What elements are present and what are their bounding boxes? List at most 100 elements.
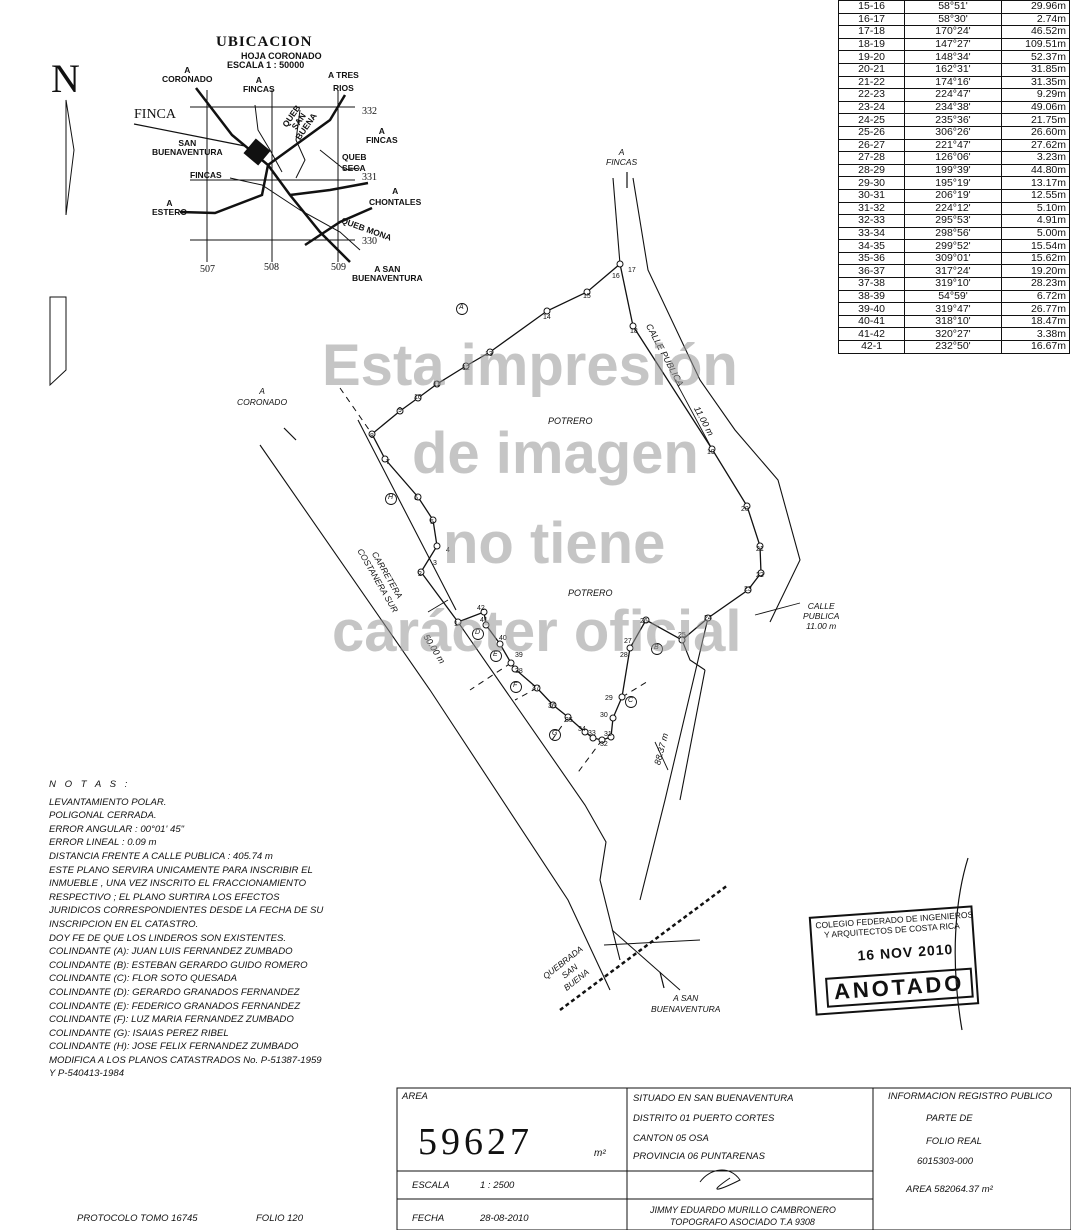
loc-queb-seca: QUEB SECA [342,152,367,173]
note-line: RESPECTIVO ; EL PLANO SURTIRA LOS EFECTO… [49,891,280,903]
svg-text:24: 24 [704,615,712,622]
segment-cell: 39-40 [837,302,906,316]
segment-cell: 38-39 [837,289,906,304]
segment-cell: 19-20 [837,50,906,64]
svg-text:26: 26 [640,618,648,625]
segment-cell: 30-31 [837,188,906,203]
distance-cell: 3.23m [1000,151,1071,165]
bearing-cell: 318°10' [904,314,1002,329]
svg-text:4: 4 [446,547,450,554]
note-line: COLINDANTE (E): FEDERICO GRANADOS FERNAN… [49,1000,301,1012]
distance-cell: 49.06m [1000,100,1071,115]
bearing-cell: 195°19' [904,176,1002,190]
segment-cell: 21-22 [837,75,906,90]
bearing-cell: 54°59' [904,289,1002,304]
svg-text:34: 34 [578,726,586,733]
loc-fincas-top: A FINCAS [243,75,275,94]
segment-cell: 24-25 [837,113,906,127]
note-line: COLINDANTE (D): GERARDO GRANADOS FERNAND… [49,986,300,998]
folio-number: 6015303-000 [917,1156,973,1167]
svg-text:17: 17 [628,267,636,274]
segment-cell: 23-24 [837,100,906,115]
bearing-cell: 319°10' [904,277,1002,291]
note-line: INSCRIPCION EN EL CATASTRO. [49,918,199,930]
distance-cell: 31.35m [1000,75,1071,90]
segment-cell: 40-41 [837,314,906,329]
bearing-cell: 306°26' [904,125,1002,140]
svg-text:16: 16 [612,273,620,280]
distance-cell: 5.00m [1000,226,1071,241]
north-arrow [49,99,75,387]
area-unit: m² [594,1148,606,1159]
location-title: UBICACION [216,34,313,50]
notes-block: N O T A S : LEVANTAMIENTO POLAR.POLIGONA… [49,778,399,1081]
bearing-cell: 174°16' [904,75,1002,90]
situado: SITUADO EN SAN BUENAVENTURA [633,1093,794,1104]
svg-text:1: 1 [454,621,458,628]
distance-cell: 26.60m [1000,125,1071,140]
segment-cell: 33-34 [837,226,906,241]
owner-b: B [654,644,659,651]
direction-arrows [283,172,665,989]
svg-text:14: 14 [543,314,551,321]
note-line: JURIDICOS CORRESPONDIENTES DESDE LA FECH… [49,905,324,917]
svg-text:42: 42 [477,605,485,612]
distance-cell: 18.47m [1000,314,1071,329]
note-line: ESTE PLANO SERVIRA UNICAMENTE PARA INSCR… [49,864,313,876]
distance-cell: 109.51m [1000,37,1071,52]
svg-text:9: 9 [398,407,402,414]
bearing-cell: 58°51' [904,0,1002,14]
distance-cell: 3.38m [1000,327,1071,342]
svg-text:38: 38 [515,668,523,675]
grid-509: 509 [331,262,346,273]
svg-text:11: 11 [433,381,440,388]
loc-chontales: A CHONTALES [369,186,422,207]
note-line: COLINDANTE (F): LUZ MARIA FERNANDEZ ZUMB… [49,1014,294,1026]
svg-text:41: 41 [480,617,488,624]
bearing-cell: 162°31' [904,62,1002,77]
segment-cell: 16-17 [837,12,906,27]
segment-cell: 25-26 [837,125,906,140]
note-line: COLINDANTE (C): FLOR SOTO QUESADA [49,973,237,985]
folio: FOLIO 120 [256,1213,303,1224]
surveyor-name: JIMMY EDUARDO MURILLO CAMBRONERO [650,1205,836,1215]
segment-cell: 34-35 [837,239,906,253]
note-line: ERROR LINEAL : 0.09 m [49,837,157,849]
distance-cell: 29.96m [1000,0,1071,14]
svg-text:6: 6 [414,495,418,502]
fecha-value: 28-08-2010 [480,1213,529,1224]
svg-text:27: 27 [624,638,632,645]
svg-text:35: 35 [565,717,573,724]
bearing-cell: 317°24' [904,264,1002,279]
survey-points [368,260,765,744]
distance-cell: 28.23m [1000,277,1071,291]
svg-text:29: 29 [605,695,613,702]
location-sheet: HOJA CORONADO [241,51,322,61]
distance-cell: 26.77m [1000,302,1071,316]
bearing-cell: 148°34' [904,50,1002,64]
watermark-line-2: de imagen [412,421,699,486]
svg-text:18: 18 [630,328,638,335]
bearing-cell: 234°38' [904,100,1002,115]
distance-cell: 15.62m [1000,251,1071,266]
note-line: COLINDANTE (A): JUAN LUIS FERNANDEZ ZUMB… [49,946,293,958]
segment-cell: 20-21 [837,62,906,77]
owner-h: H [388,494,394,501]
note-line: Y P-540413-1984 [49,1068,125,1080]
loc-estero: A ESTERO [152,198,187,217]
svg-text:22: 22 [756,572,764,579]
bearing-cell: 299°52' [904,239,1002,253]
grid-507: 507 [200,264,215,275]
finca-marker [243,138,271,166]
segment-cell: 22-23 [837,88,906,102]
bearing-cell: 58°30' [904,12,1002,27]
bearing-cell: 309°01' [904,251,1002,266]
owner-a: A [459,304,464,311]
distance-cell: 44.80m [1000,163,1071,178]
svg-text:21: 21 [756,546,764,553]
